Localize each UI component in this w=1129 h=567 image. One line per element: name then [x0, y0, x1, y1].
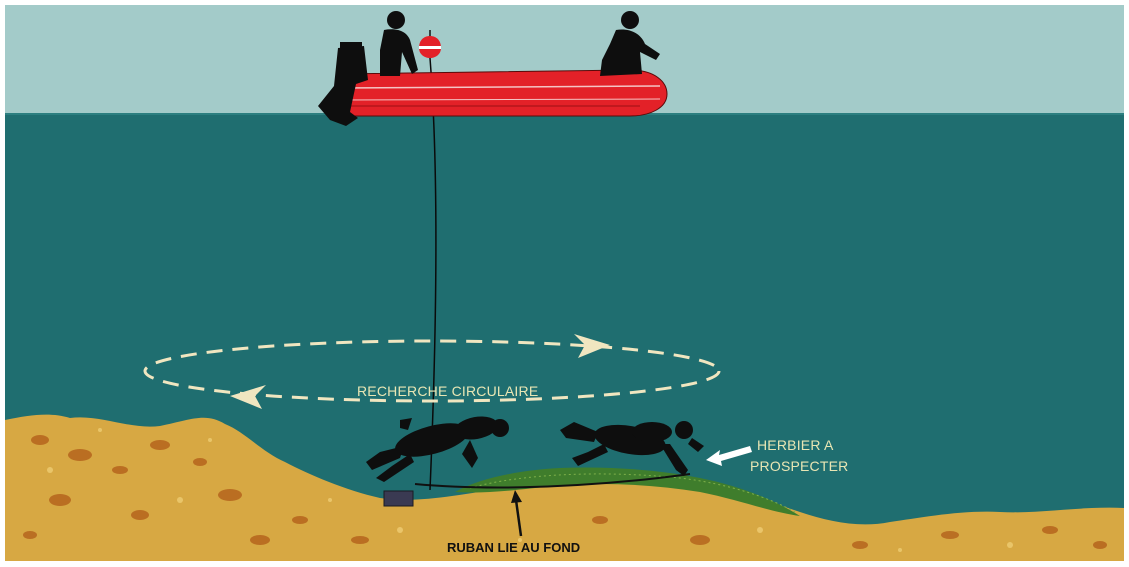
mooring-weight-icon: [384, 491, 413, 506]
circular-search-label: RECHERCHE CIRCULAIRE: [357, 383, 538, 399]
herbarium-label-line2: PROSPECTER: [750, 458, 848, 474]
tape-label: RUBAN LIE AU FOND: [447, 540, 580, 555]
herbarium-label-line1: HERBIER A: [757, 437, 834, 453]
